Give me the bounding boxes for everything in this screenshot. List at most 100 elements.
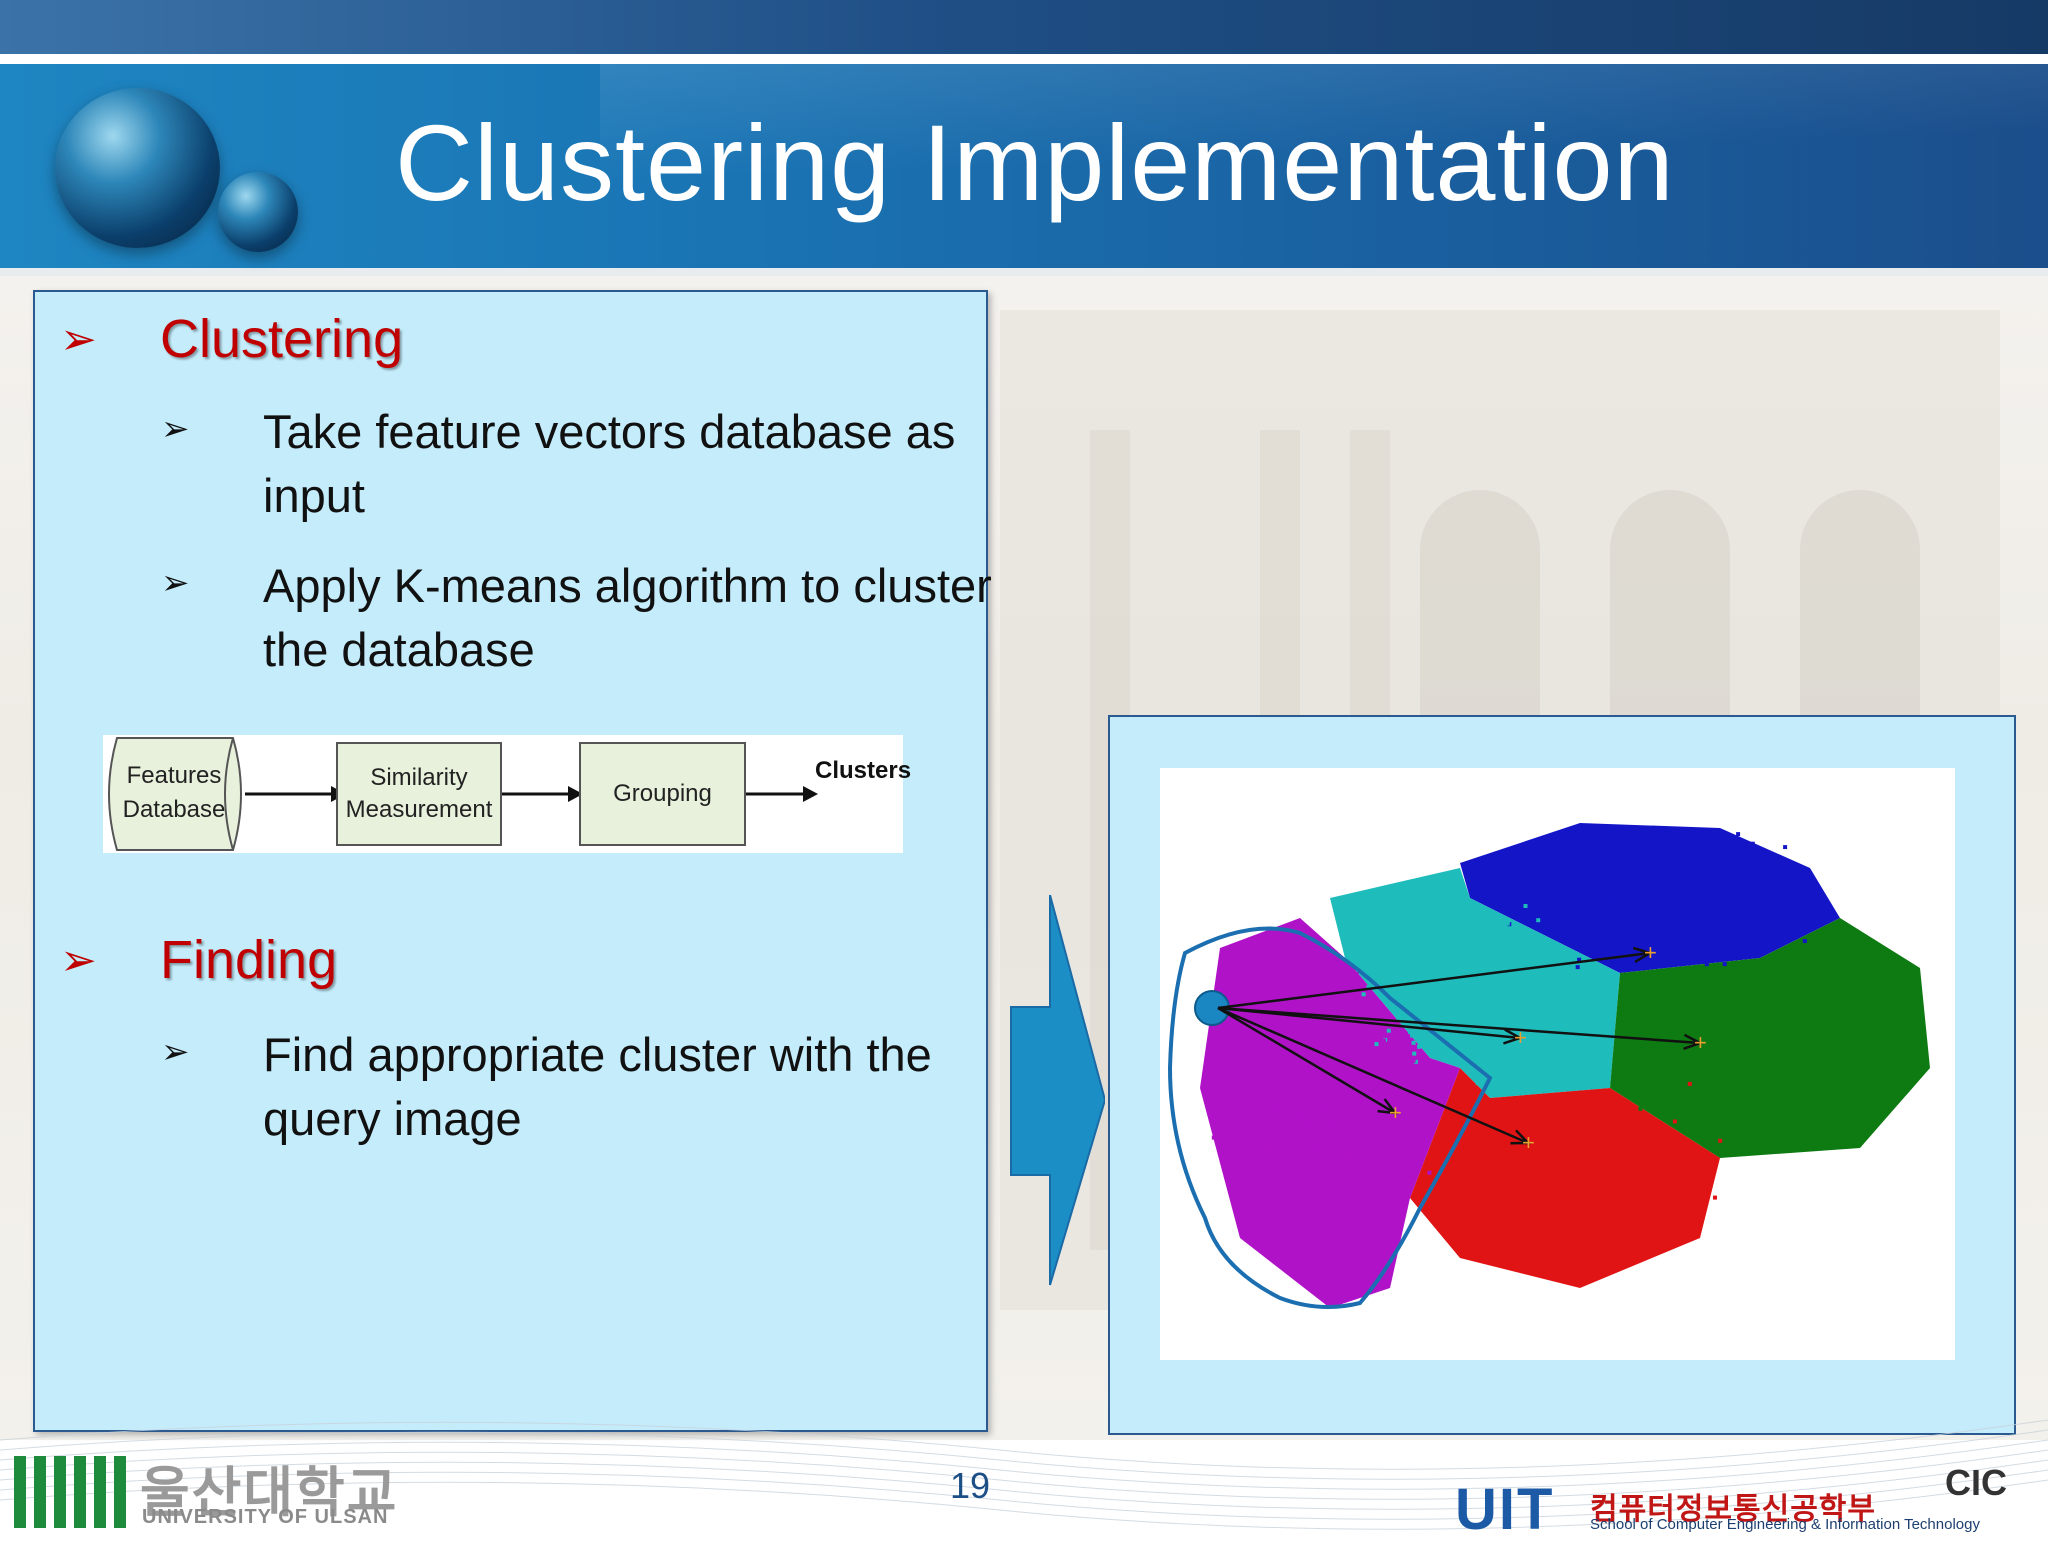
data-point [1768, 1086, 1773, 1090]
data-point [1634, 1208, 1639, 1213]
data-point [1287, 1145, 1292, 1150]
data-point [1449, 993, 1454, 998]
data-point [1554, 1125, 1559, 1130]
data-point [1363, 1180, 1368, 1185]
data-point [1248, 1064, 1253, 1069]
data-point [1567, 1164, 1572, 1169]
data-point [1519, 935, 1524, 940]
data-point [1318, 1133, 1323, 1138]
data-point [1778, 1072, 1782, 1077]
data-point [1811, 1019, 1816, 1024]
data-point [1663, 880, 1668, 885]
data-point [1350, 1164, 1355, 1169]
data-point [1429, 995, 1434, 1000]
data-point [1335, 1040, 1340, 1045]
data-point [1280, 1119, 1285, 1124]
data-point [1522, 958, 1527, 963]
data-point [1283, 1063, 1288, 1068]
title-band-shadow [0, 268, 2048, 276]
data-point [1663, 915, 1668, 920]
data-point [1396, 1039, 1401, 1044]
data-point [1599, 867, 1604, 872]
data-point [1314, 1129, 1319, 1134]
data-point [1661, 1207, 1666, 1212]
data-point [1324, 1240, 1329, 1245]
lab-logo: CIC [1945, 1462, 2007, 1503]
data-point [1325, 1046, 1330, 1050]
data-point [1343, 1116, 1348, 1121]
data-point [1384, 1085, 1389, 1090]
data-point [1478, 1005, 1483, 1010]
data-point [1736, 1034, 1741, 1039]
data-point [1591, 863, 1596, 868]
data-point [1642, 947, 1647, 952]
data-point [1256, 1183, 1261, 1188]
data-point [1796, 1075, 1801, 1080]
data-point [1572, 1151, 1577, 1156]
data-point [1737, 1030, 1742, 1035]
data-point [1321, 1048, 1326, 1053]
data-point [1605, 868, 1610, 873]
data-point [1586, 864, 1591, 869]
data-point [1699, 885, 1703, 889]
data-point [1437, 947, 1441, 952]
data-point [1478, 969, 1483, 974]
data-point [1704, 962, 1709, 967]
data-point [1560, 1200, 1565, 1205]
page-number: 19 [950, 1465, 991, 1506]
data-point [1718, 916, 1723, 921]
data-point [1261, 1078, 1266, 1082]
data-point [1723, 1013, 1728, 1018]
data-point [1686, 1076, 1691, 1081]
data-point [1320, 1109, 1325, 1114]
bullet-item: Apply K-means algorithm to cluster the d… [263, 559, 992, 676]
data-point [1742, 1055, 1747, 1060]
data-point [1638, 1106, 1643, 1111]
data-point [1746, 1039, 1751, 1044]
data-point [1430, 980, 1435, 985]
data-point [1632, 1135, 1637, 1139]
data-point [1394, 1134, 1399, 1139]
data-point [1534, 1137, 1539, 1142]
sub-bullet-arrow-icon: ➢ [161, 410, 190, 448]
data-point [1758, 1112, 1763, 1117]
data-point [1542, 1205, 1547, 1210]
data-point [1633, 1169, 1638, 1173]
data-point [1751, 939, 1756, 944]
data-point [1681, 1102, 1686, 1107]
data-point [1725, 905, 1730, 910]
data-point [1303, 1115, 1308, 1120]
data-point [1533, 946, 1537, 951]
data-point [1362, 1065, 1367, 1070]
data-point [1657, 868, 1662, 873]
data-point [1772, 982, 1777, 987]
data-point [1732, 1040, 1737, 1045]
data-point [1538, 952, 1543, 957]
data-point [1478, 1003, 1482, 1008]
data-point [1831, 979, 1836, 984]
data-point [1490, 987, 1495, 992]
data-point [1661, 886, 1666, 891]
data-point [1692, 893, 1697, 898]
data-point [1342, 1194, 1347, 1199]
data-point [1725, 1018, 1730, 1023]
data-point [1513, 1121, 1518, 1126]
data-point [1299, 1123, 1304, 1128]
data-point [1525, 867, 1530, 872]
data-point [1623, 1201, 1628, 1206]
data-point [1648, 858, 1653, 863]
data-point [1612, 916, 1617, 921]
data-point [1736, 1005, 1741, 1010]
data-point [1552, 1010, 1557, 1015]
arrow-head [1503, 1028, 1524, 1045]
data-point [1273, 1049, 1278, 1054]
data-point [1563, 1202, 1568, 1206]
data-point [1513, 1181, 1518, 1186]
data-point [1346, 1102, 1351, 1107]
data-point [1481, 1218, 1486, 1223]
data-point [1412, 1004, 1417, 1009]
data-point [1342, 1048, 1347, 1052]
data-point [1258, 1145, 1263, 1149]
data-point [1292, 1098, 1297, 1103]
data-point [1651, 892, 1656, 896]
